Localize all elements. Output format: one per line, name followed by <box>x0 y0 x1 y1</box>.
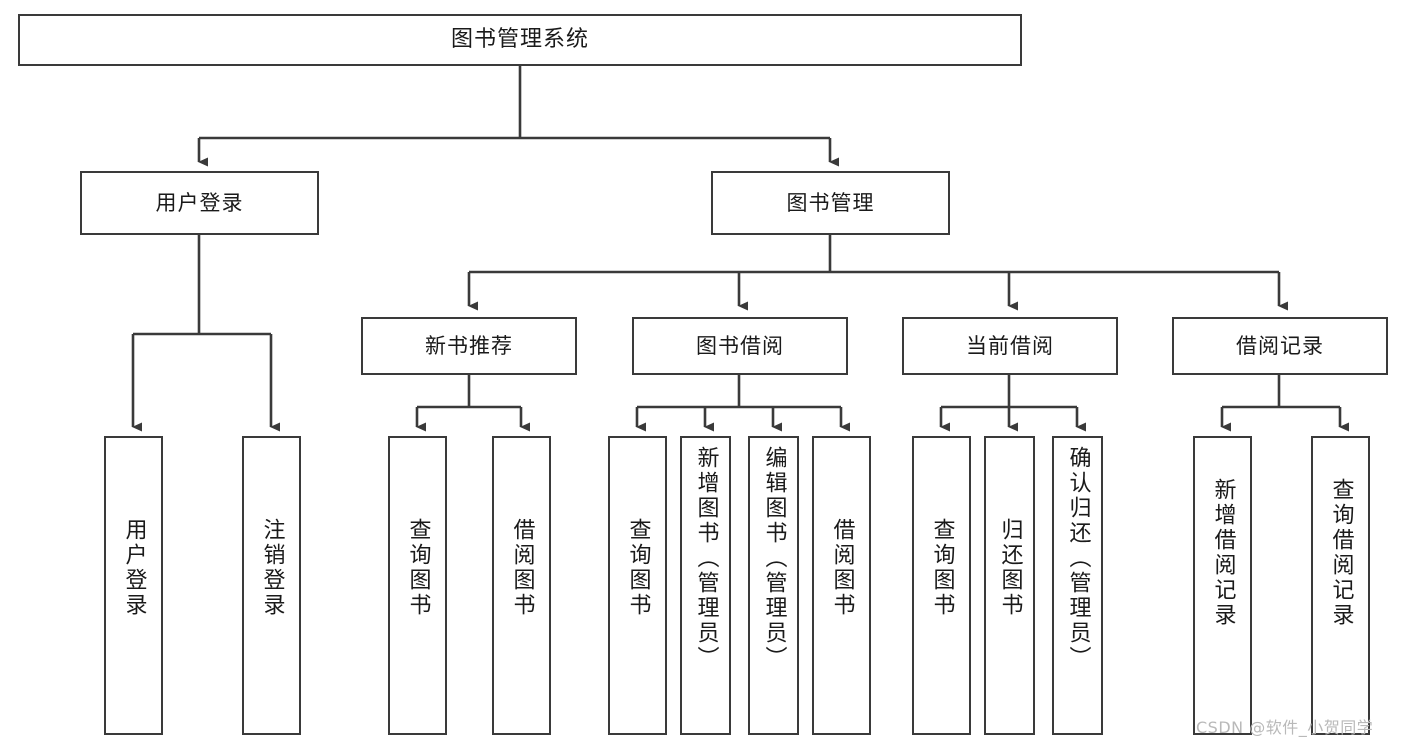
node-current-borrow[interactable]: 当前借阅 <box>902 317 1118 375</box>
node-leaf-query-book-2[interactable]: 查询图书 <box>608 436 667 735</box>
node-book-manage-label: 图书管理 <box>786 190 875 215</box>
node-leaf-borrow-book-2-label: 借阅图书 <box>829 518 855 618</box>
node-leaf-confirm-return-label: 确认归还（管理员） <box>1065 446 1091 671</box>
node-root-label: 图书管理系统 <box>450 27 589 53</box>
node-leaf-query-book-1-label: 查询图书 <box>405 518 431 618</box>
node-leaf-add-record-label: 新增借阅记录 <box>1210 478 1236 628</box>
node-leaf-query-book-2-label: 查询图书 <box>625 518 651 618</box>
node-book-manage[interactable]: 图书管理 <box>711 171 950 235</box>
node-book-borrow-label: 图书借阅 <box>696 333 784 358</box>
node-borrow-record[interactable]: 借阅记录 <box>1172 317 1388 375</box>
node-leaf-logout-label: 注销登录 <box>259 518 285 618</box>
node-leaf-borrow-book-2[interactable]: 借阅图书 <box>812 436 871 735</box>
node-leaf-query-book-3-label: 查询图书 <box>929 518 955 618</box>
watermark-text: CSDN @软件_小贺同学 <box>1196 718 1374 737</box>
node-leaf-add-book[interactable]: 新增图书（管理员） <box>680 436 731 735</box>
node-new-book-recommend-label: 新书推荐 <box>425 333 513 358</box>
node-leaf-user-login-label: 用户登录 <box>121 518 147 618</box>
node-borrow-record-label: 借阅记录 <box>1236 333 1324 358</box>
node-leaf-user-login[interactable]: 用户登录 <box>104 436 163 735</box>
node-current-borrow-label: 当前借阅 <box>966 333 1054 358</box>
node-leaf-borrow-book-1[interactable]: 借阅图书 <box>492 436 551 735</box>
node-new-book-recommend[interactable]: 新书推荐 <box>361 317 577 375</box>
node-leaf-query-record[interactable]: 查询借阅记录 <box>1311 436 1370 735</box>
node-leaf-borrow-book-1-label: 借阅图书 <box>509 518 535 618</box>
node-leaf-query-book-3[interactable]: 查询图书 <box>912 436 971 735</box>
node-user-login-label: 用户登录 <box>155 190 244 215</box>
node-user-login[interactable]: 用户登录 <box>80 171 319 235</box>
node-leaf-query-book-1[interactable]: 查询图书 <box>388 436 447 735</box>
node-leaf-add-record[interactable]: 新增借阅记录 <box>1193 436 1252 735</box>
node-leaf-confirm-return[interactable]: 确认归还（管理员） <box>1052 436 1103 735</box>
node-leaf-add-book-label: 新增图书（管理员） <box>693 446 719 671</box>
node-leaf-query-record-label: 查询借阅记录 <box>1328 478 1354 628</box>
node-leaf-logout[interactable]: 注销登录 <box>242 436 301 735</box>
node-root[interactable]: 图书管理系统 <box>18 14 1022 66</box>
node-leaf-return-book-label: 归还图书 <box>997 518 1023 618</box>
node-leaf-edit-book[interactable]: 编辑图书（管理员） <box>748 436 799 735</box>
node-leaf-edit-book-label: 编辑图书（管理员） <box>761 446 787 671</box>
node-book-borrow[interactable]: 图书借阅 <box>632 317 848 375</box>
node-leaf-return-book[interactable]: 归还图书 <box>984 436 1035 735</box>
